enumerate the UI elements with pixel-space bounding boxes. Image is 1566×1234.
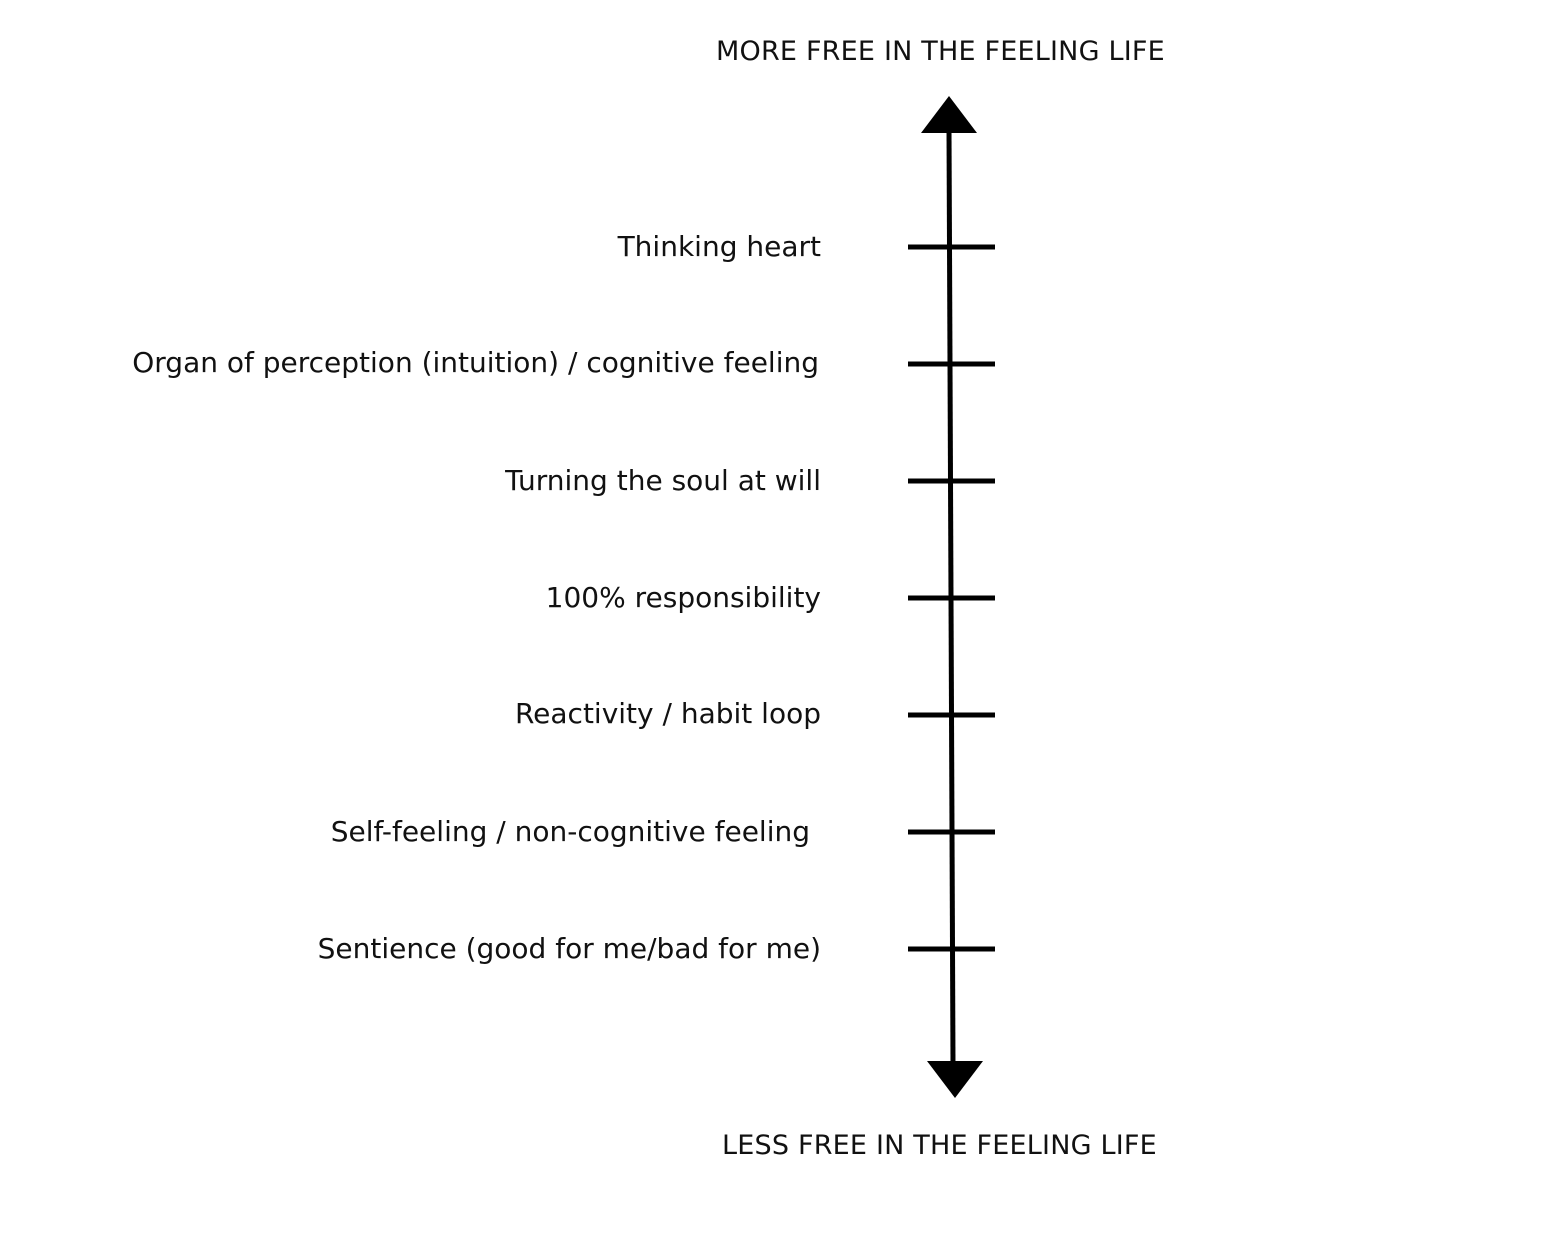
level-label-thinking-heart: Thinking heart bbox=[617, 230, 821, 263]
level-label-self-feeling: Self-feeling / non-cognitive feeling bbox=[330, 815, 810, 848]
arrow-down-icon bbox=[927, 1061, 983, 1098]
top-end-label: MORE FREE IN THE FEELING LIFE bbox=[716, 36, 1165, 67]
tick-marks bbox=[908, 244, 995, 952]
arrow-up-icon bbox=[921, 96, 977, 133]
level-label-sentience: Sentience (good for me/bad for me) bbox=[317, 932, 821, 965]
level-label-organ-of-perception: Organ of perception (intuition) / cognit… bbox=[132, 346, 819, 379]
level-label-reactivity: Reactivity / habit loop bbox=[514, 697, 821, 730]
level-label-turning-the-soul: Turning the soul at will bbox=[505, 464, 821, 497]
bottom-end-label: LESS FREE IN THE FEELING LIFE bbox=[722, 1130, 1157, 1161]
level-label-responsibility: 100% responsibility bbox=[545, 581, 821, 614]
